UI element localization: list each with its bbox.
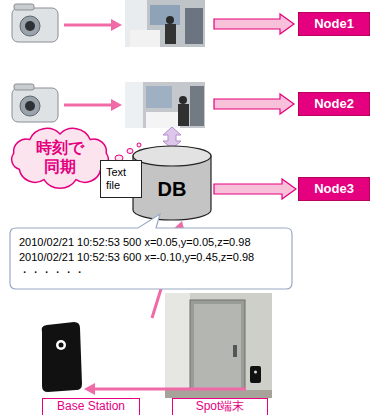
node-box: Node1 xyxy=(298,12,370,36)
capture-arrow xyxy=(64,24,112,27)
database-cylinder: DB xyxy=(132,146,212,220)
radio-arrow xyxy=(84,383,246,395)
door-photo xyxy=(165,293,190,398)
camera-photo xyxy=(179,96,187,104)
cloud-outline xyxy=(12,128,109,188)
capture-arrow xyxy=(64,19,122,111)
base-station-device xyxy=(59,343,64,348)
label-tag: Spot端末 xyxy=(172,398,268,415)
capture-arrow xyxy=(111,19,122,31)
door-photo xyxy=(190,300,245,398)
camera-photo xyxy=(185,8,203,44)
camera-photo xyxy=(165,24,176,44)
thought-dots xyxy=(137,143,141,147)
camera-photo xyxy=(125,82,205,128)
camera-icon xyxy=(12,84,58,122)
camera-icon xyxy=(20,96,40,116)
camera-photo xyxy=(125,0,205,47)
camera-photo xyxy=(166,16,174,24)
radio-arrow xyxy=(84,383,95,395)
capture-arrow xyxy=(64,104,112,107)
data-callout: 2010/02/21 10:52:53 500 x=0.05,y=0.05,z=… xyxy=(10,228,292,289)
capture-arrow xyxy=(111,99,122,111)
node-box: Node3 xyxy=(298,177,370,201)
camera-icon xyxy=(14,84,34,90)
door-photo xyxy=(194,304,241,398)
node-text: Base Station xyxy=(57,400,125,414)
node-text: Text file xyxy=(106,166,136,191)
output-arrow xyxy=(214,14,294,34)
camera-icon xyxy=(20,16,40,36)
camera-photo xyxy=(150,5,180,25)
node-text: Node1 xyxy=(314,17,354,32)
door-photo xyxy=(250,366,261,383)
door-photo xyxy=(165,293,272,398)
label-tag: Base Station xyxy=(42,398,140,415)
camera-photo xyxy=(125,82,143,128)
door-photo xyxy=(254,371,257,374)
thought-dots xyxy=(127,149,133,154)
camera-photo xyxy=(190,86,204,126)
base-station-device xyxy=(56,340,66,350)
camera-icon xyxy=(12,88,58,122)
camera-photo xyxy=(146,112,180,128)
file-note: Text file xyxy=(100,160,142,198)
base-station-device xyxy=(42,322,82,392)
camera-icon xyxy=(25,21,35,31)
door-photo xyxy=(165,390,272,398)
camera-photo xyxy=(125,82,205,128)
camera-icon xyxy=(12,4,58,42)
output-arrow xyxy=(214,14,294,114)
callout-outline xyxy=(10,214,292,289)
base-station-device xyxy=(42,322,82,392)
camera-photo xyxy=(130,30,160,47)
flow-arrow xyxy=(214,179,296,199)
door-photo xyxy=(233,345,237,357)
radio-arrow xyxy=(94,388,246,391)
camera-icon xyxy=(12,8,58,42)
camera-photo xyxy=(146,86,172,108)
node-box: Node2 xyxy=(298,92,370,116)
node-text: Spot端末 xyxy=(196,400,245,414)
output-arrow xyxy=(214,94,294,114)
door-photo xyxy=(165,293,272,398)
cylinder-top xyxy=(133,146,211,166)
node-text: 2010/02/21 10:52:53 500 x=0.05,y=0.05,z=… xyxy=(19,235,281,280)
camera-photo xyxy=(178,104,189,126)
camera-icon xyxy=(25,101,35,111)
thought-cloud: 時刻で同期 xyxy=(6,128,114,187)
node-text: Node3 xyxy=(314,182,354,197)
node-text: 時刻で同期 xyxy=(34,139,85,176)
camera-icon xyxy=(14,4,34,10)
node-text: Node2 xyxy=(314,97,354,112)
camera-photo xyxy=(125,0,205,47)
node-text: DB xyxy=(158,178,187,201)
